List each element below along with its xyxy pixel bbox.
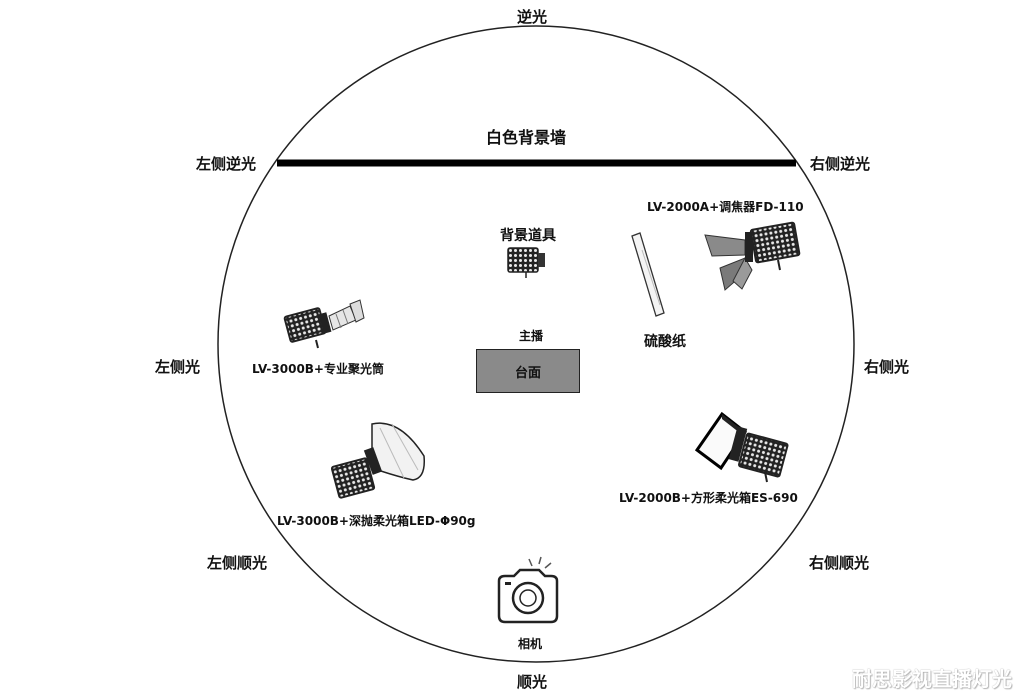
direction-right-front-label: 右侧顺光 <box>809 554 870 572</box>
light-label-right-low: LV-2000B+方形柔光箱ES-690 <box>619 491 798 505</box>
light-label-left-mid: LV-3000B+专业聚光筒 <box>252 362 384 376</box>
table-surface: 台面 <box>476 349 580 393</box>
light-with-barn-doors-icon <box>704 221 801 291</box>
direction-right-label: 右侧光 <box>864 358 910 376</box>
direction-left-front-label: 左侧顺光 <box>207 554 268 572</box>
diffusion-paper-icon <box>631 232 665 317</box>
light-with-square-softbox-icon <box>694 411 789 483</box>
host-label: 主播 <box>518 329 544 343</box>
camera-icon <box>497 556 559 624</box>
light-with-deep-softbox-icon <box>330 422 426 499</box>
light-label-top-right: LV-2000A+调焦器FD-110 <box>647 200 804 214</box>
direction-front-label: 顺光 <box>516 673 548 691</box>
direction-right-back-label: 右侧逆光 <box>810 155 871 173</box>
diffuser-label: 硫酸纸 <box>644 334 686 350</box>
direction-left-label: 左侧光 <box>155 358 201 376</box>
watermark: 耐思影视直播灯光 <box>852 667 1012 691</box>
props-label: 背景道具 <box>500 228 556 244</box>
light-with-snoot-icon <box>283 299 365 349</box>
background-prop-light-icon <box>507 247 545 278</box>
table-label: 台面 <box>514 365 541 381</box>
direction-back-label: 逆光 <box>516 8 548 26</box>
direction-left-back-label: 左侧逆光 <box>196 155 257 173</box>
camera-label: 相机 <box>517 637 543 651</box>
studio-circle <box>217 25 855 663</box>
light-label-left-low: LV-3000B+深抛柔光箱LED-Φ90g <box>277 514 476 528</box>
backdrop-label: 白色背景墙 <box>485 128 567 147</box>
